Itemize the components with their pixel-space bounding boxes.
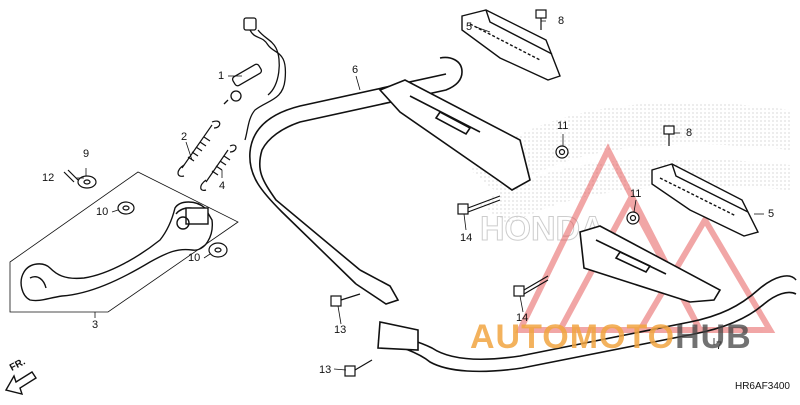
callout-9: 9 [83, 148, 90, 160]
callout-11-b: 11 [630, 188, 642, 200]
front-direction-arrow-icon [4, 371, 37, 395]
callout-10-b: 10 [188, 252, 201, 264]
callout-4: 4 [219, 180, 226, 192]
callout-10-a: 10 [96, 206, 109, 218]
bolt-14-b [513, 275, 549, 297]
footpeg-top [461, 9, 561, 81]
dust-seal-10-b [208, 242, 228, 258]
brake-pedal [20, 201, 213, 302]
callout-14-b: 14 [516, 312, 529, 324]
callout-8-top: 8 [558, 15, 565, 27]
callout-3: 3 [92, 319, 99, 331]
callout-5-top: 5 [466, 21, 473, 33]
callout-13-b: 13 [319, 364, 332, 376]
nut-11-b [626, 211, 640, 225]
footpeg-right [651, 163, 760, 237]
bolt-13-a [330, 293, 361, 307]
callout-6: 6 [352, 64, 359, 76]
bolt-8-right [663, 125, 675, 146]
diagram-part-code: HR6AF3400 [734, 381, 790, 392]
nut-11-a [555, 145, 569, 159]
return-spring-2 [177, 120, 221, 177]
callout-13-a: 13 [334, 324, 347, 336]
washer-9 [77, 175, 97, 189]
callout-7: 7 [716, 340, 723, 352]
step-bar-left [249, 56, 531, 305]
callout-12: 12 [42, 172, 55, 184]
dust-seal-10-a [117, 201, 135, 215]
assembly-guide-lines [9, 171, 239, 313]
callout-1: 1 [218, 70, 225, 82]
bolt-13-b [344, 359, 373, 377]
brake-switch-cable [223, 17, 287, 141]
return-spring-4 [200, 144, 237, 191]
bolt-8-top [535, 9, 547, 30]
callout-8-right: 8 [686, 127, 693, 139]
callout-2: 2 [181, 131, 188, 143]
step-bar-right [377, 225, 797, 373]
bolt-14-a [457, 195, 501, 215]
watermark-part2: HUB [675, 318, 752, 356]
callout-14-a: 14 [460, 232, 473, 244]
watermark-part1: AUTOMOTO [470, 318, 676, 356]
automotohub-watermark: AUTOMOTOHUB [470, 318, 752, 357]
cotter-pin-12 [63, 169, 79, 183]
callout-5-right: 5 [768, 208, 775, 220]
callout-11-a: 11 [557, 120, 569, 132]
leader-lines [76, 20, 764, 371]
